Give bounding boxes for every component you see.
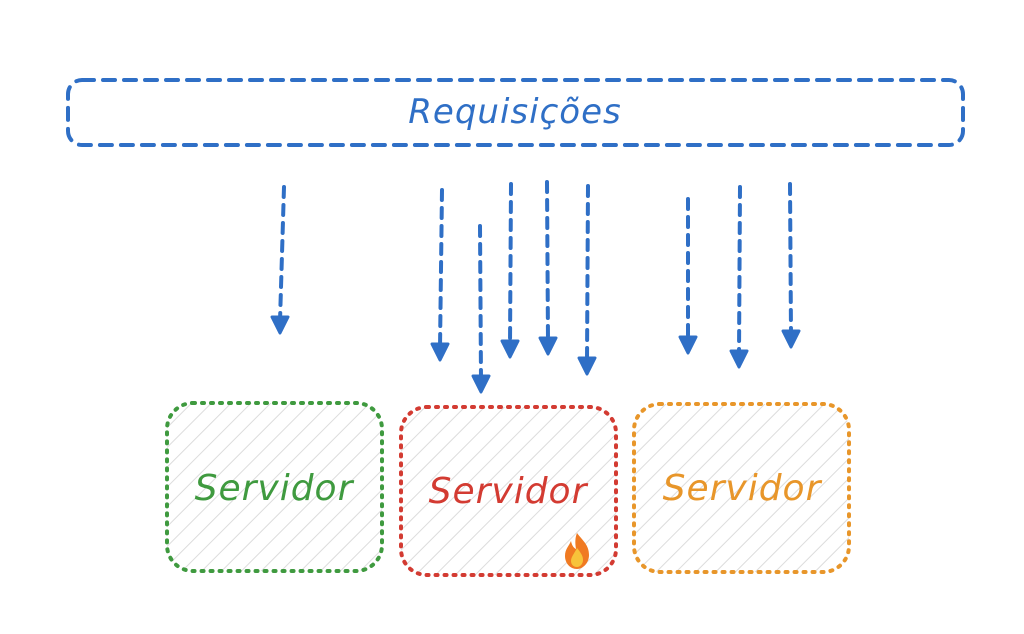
server-1: Servidor: [165, 401, 384, 573]
server-2-hatch: [401, 407, 616, 575]
server-3-hatch: [634, 404, 849, 572]
request-arrow: [270, 185, 290, 335]
server-2: Servidor: [399, 405, 618, 577]
request-arrow-shaft: [788, 182, 793, 337]
server-1-border: [165, 401, 384, 573]
request-arrow-head: [729, 349, 749, 369]
request-arrow-head: [781, 329, 801, 349]
request-arrow-shaft: [585, 184, 590, 364]
request-arrow-shaft: [278, 185, 286, 323]
server-1-label: Servidor: [195, 468, 355, 509]
request-arrow: [678, 197, 698, 355]
request-arrow-head: [678, 335, 698, 355]
request-arrow-shaft: [478, 224, 483, 382]
request-arrow: [729, 185, 749, 369]
request-arrow-head: [471, 374, 491, 394]
requests-box: Requisições: [66, 78, 965, 147]
request-arrow: [781, 182, 801, 349]
request-arrow-head: [270, 315, 290, 335]
server-2-label: Servidor: [429, 471, 589, 512]
request-arrow-shaft: [545, 180, 550, 344]
request-arrow: [577, 184, 597, 376]
request-arrow: [471, 224, 491, 394]
request-arrow-head: [577, 356, 597, 376]
request-arrow-head: [538, 336, 558, 356]
request-arrow-shaft: [438, 188, 444, 350]
request-arrow-shaft: [508, 182, 513, 347]
request-arrows: [270, 180, 801, 394]
server-3-border: [632, 402, 851, 574]
server-3-label: Servidor: [663, 468, 823, 509]
requests-box-label: Requisições: [408, 92, 621, 132]
server-2-border: [399, 405, 618, 577]
request-arrow-shaft: [737, 185, 742, 357]
request-arrow: [500, 182, 520, 359]
server-1-hatch: [167, 403, 382, 571]
request-arrow-head: [500, 339, 520, 359]
request-arrow: [430, 188, 450, 362]
requests-box-border: [66, 78, 965, 147]
fire-icon: [565, 533, 589, 569]
request-arrow: [538, 180, 558, 356]
request-arrow-head: [430, 342, 450, 362]
server-3: Servidor: [632, 402, 851, 574]
